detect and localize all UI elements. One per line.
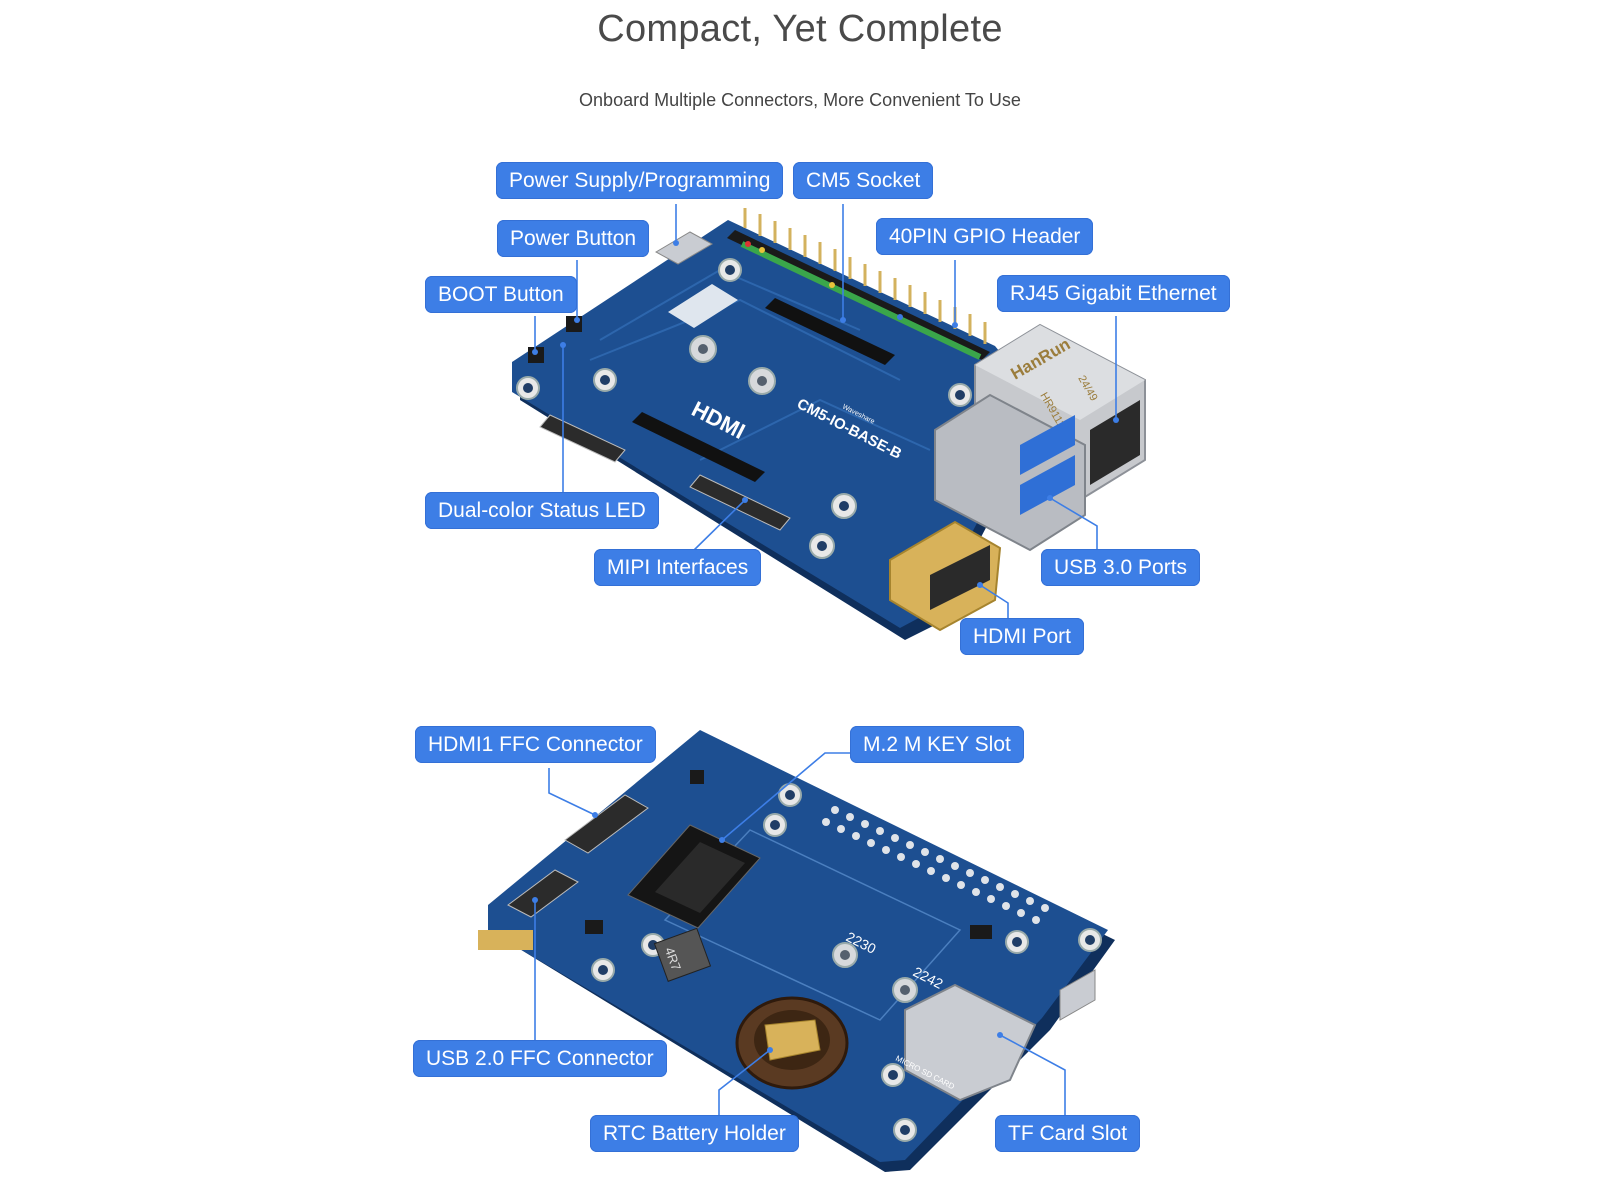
top-leader-lines bbox=[534, 204, 1117, 622]
label-power-supply: Power Supply/Programming bbox=[496, 162, 784, 199]
page-title: Compact, Yet Complete bbox=[597, 8, 1003, 50]
label-rtc: RTC Battery Holder bbox=[590, 1115, 799, 1152]
hdmi-port-image bbox=[889, 520, 1002, 632]
bottom-board-image: 4R7 MICRO SD CARD 2230 2242 bbox=[478, 730, 1115, 1172]
top-board-image: HDMI CM5-IO-BASE-B Waveshare HanRun HR91… bbox=[512, 208, 1146, 640]
label-m2-slot: M.2 M KEY Slot bbox=[850, 726, 1024, 763]
label-boot-button: BOOT Button bbox=[425, 276, 577, 313]
label-hdmi-port: HDMI Port bbox=[960, 618, 1085, 655]
label-rj45: RJ45 Gigabit Ethernet bbox=[997, 275, 1230, 312]
rtc-holder-image bbox=[735, 996, 849, 1090]
label-usb3: USB 3.0 Ports bbox=[1041, 549, 1201, 586]
label-status-led: Dual-color Status LED bbox=[425, 492, 659, 529]
label-power-button: Power Button bbox=[497, 220, 650, 257]
label-mipi: MIPI Interfaces bbox=[594, 549, 762, 586]
label-usb2-ffc: USB 2.0 FFC Connector bbox=[413, 1040, 667, 1077]
page-subtitle: Onboard Multiple Connectors, More Conven… bbox=[579, 90, 1021, 110]
label-tf-slot: TF Card Slot bbox=[995, 1115, 1141, 1152]
label-gpio-header: 40PIN GPIO Header bbox=[876, 218, 1094, 255]
bottom-leader-lines bbox=[534, 752, 1066, 1120]
label-cm5-socket: CM5 Socket bbox=[793, 162, 934, 199]
label-hdmi1-ffc: HDMI1 FFC Connector bbox=[415, 726, 656, 763]
top-leader-dots bbox=[532, 240, 1119, 588]
usb3-ports-image bbox=[934, 393, 1086, 552]
bottom-leader-dots bbox=[532, 812, 1003, 1053]
